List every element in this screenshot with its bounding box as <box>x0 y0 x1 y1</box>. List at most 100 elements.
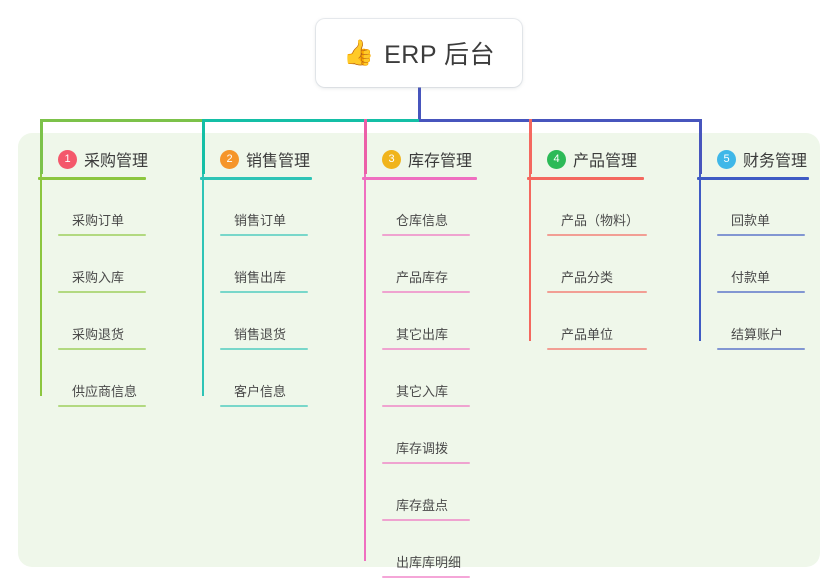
branch-item-label: 结算账户 <box>731 327 784 342</box>
branch-item[interactable]: 采购退货 <box>58 293 148 350</box>
branch-item-rule <box>382 234 470 236</box>
branch-item-label: 客户信息 <box>234 384 287 399</box>
branch-header-4[interactable]: 4 产品管理 <box>547 147 647 171</box>
branch-title: 销售管理 <box>246 153 311 170</box>
branch-item[interactable]: 采购订单 <box>58 180 148 236</box>
branch-item-label: 出库库明细 <box>396 555 462 570</box>
branch-item[interactable]: 出库库明细 <box>382 521 477 578</box>
root-node-content: 👍 ERP 后台 <box>343 35 495 71</box>
branch-item-label: 采购入库 <box>72 270 125 285</box>
branch-item-label: 销售退货 <box>234 327 287 342</box>
thumbs-up-icon: 👍 <box>342 38 375 67</box>
branch-item-rule <box>220 291 308 293</box>
branch-spine-3 <box>364 174 366 561</box>
branch-item[interactable]: 产品库存 <box>382 236 477 293</box>
branch-item[interactable]: 结算账户 <box>717 293 809 350</box>
branch-header-rule <box>362 177 477 180</box>
branch-item[interactable]: 采购入库 <box>58 236 148 293</box>
root-title: ERP 后台 <box>384 41 496 69</box>
branch-item[interactable]: 付款单 <box>717 236 809 293</box>
branch-item-rule <box>58 405 146 407</box>
drop-line-1 <box>40 119 43 174</box>
branch-item[interactable]: 销售订单 <box>220 180 312 236</box>
branch-item-label: 产品分类 <box>561 270 614 285</box>
branch-item-rule <box>58 291 146 293</box>
branch-items-3: 仓库信息产品库存其它出库其它入库库存调拨库存盘点出库库明细 <box>362 180 477 578</box>
branch-header-2[interactable]: 2 销售管理 <box>220 147 312 171</box>
branch-spine-4 <box>529 174 531 341</box>
branch-item-rule <box>220 405 308 407</box>
branch-items-4: 产品（物料） 产品分类产品单位 <box>527 180 647 350</box>
root-node[interactable]: 👍 ERP 后台 <box>316 19 522 87</box>
branch-item[interactable]: 销售出库 <box>220 236 312 293</box>
branch-item-rule <box>547 291 647 293</box>
branch-item[interactable]: 产品分类 <box>547 236 647 293</box>
branch-item[interactable]: 其它出库 <box>382 293 477 350</box>
branch-item[interactable]: 库存调拨 <box>382 407 477 464</box>
branch-item-label: 采购订单 <box>72 213 125 228</box>
branch-item-rule <box>547 348 647 350</box>
branch-item-label: 销售出库 <box>234 270 287 285</box>
branch-column-5: 5 财务管理回款单付款单结算账户 <box>697 147 809 350</box>
drop-line-5 <box>699 119 702 174</box>
branch-item-label: 库存调拨 <box>396 441 449 456</box>
branch-item-label: 回款单 <box>731 213 771 228</box>
branch-title: 库存管理 <box>408 153 473 170</box>
branch-item[interactable]: 产品单位 <box>547 293 647 350</box>
branch-item[interactable]: 库存盘点 <box>382 464 477 521</box>
branch-title: 产品管理 <box>573 153 638 170</box>
branch-item-label: 供应商信息 <box>72 384 138 399</box>
branch-item-rule <box>717 348 805 350</box>
branch-item-rule <box>58 234 146 236</box>
branch-item-rule <box>382 405 470 407</box>
branch-item[interactable]: 客户信息 <box>220 350 312 407</box>
branch-number-badge: 2 <box>220 149 239 169</box>
branch-header-rule <box>38 177 146 180</box>
branch-header-rule <box>200 177 312 180</box>
branch-number-badge: 5 <box>717 149 736 169</box>
branch-item[interactable]: 销售退货 <box>220 293 312 350</box>
branch-item-rule <box>382 348 470 350</box>
branch-column-1: 1 采购管理采购订单采购入库采购退货供应商信息 <box>38 147 148 407</box>
branch-header-5[interactable]: 5 财务管理 <box>717 147 809 171</box>
drop-line-2 <box>202 119 205 174</box>
branch-title: 采购管理 <box>84 153 149 170</box>
branch-header-1[interactable]: 1 采购管理 <box>58 147 148 171</box>
branch-item[interactable]: 供应商信息 <box>58 350 148 407</box>
drop-line-4 <box>529 119 532 174</box>
branch-item-rule <box>382 291 470 293</box>
branch-number-badge: 4 <box>547 149 566 169</box>
branch-number-badge: 3 <box>382 149 401 169</box>
branch-item[interactable]: 回款单 <box>717 180 809 236</box>
branch-number-badge: 1 <box>58 149 77 169</box>
branch-item-label: 其它入库 <box>396 384 449 399</box>
branch-spine-1 <box>40 174 42 396</box>
branch-item[interactable]: 仓库信息 <box>382 180 477 236</box>
branch-item[interactable]: 其它入库 <box>382 350 477 407</box>
branch-header-rule <box>697 177 809 180</box>
branch-item-rule <box>547 234 647 236</box>
branch-spine-2 <box>202 174 204 396</box>
drop-line-3 <box>364 119 367 174</box>
diagram-panel <box>18 133 820 567</box>
branch-header-rule <box>527 177 644 180</box>
bus-segment-right <box>419 119 702 122</box>
branch-item-rule <box>382 576 470 578</box>
branch-item-rule <box>220 234 308 236</box>
bus-segment-mid <box>202 119 419 122</box>
branch-header-3[interactable]: 3 库存管理 <box>382 147 477 171</box>
branch-item-label: 付款单 <box>731 270 771 285</box>
branch-item-rule <box>220 348 308 350</box>
branch-title: 财务管理 <box>743 153 808 170</box>
branch-item-label: 其它出库 <box>396 327 449 342</box>
branch-item-label: 仓库信息 <box>396 213 449 228</box>
branch-item-label: 采购退货 <box>72 327 125 342</box>
branch-item[interactable]: 产品（物料） <box>547 180 647 236</box>
branch-item-label: 产品（物料） <box>561 213 640 228</box>
branch-item-rule <box>717 291 805 293</box>
branch-column-3: 3 库存管理仓库信息产品库存其它出库其它入库库存调拨库存盘点出库库明细 <box>362 147 477 578</box>
bus-segment-left <box>40 119 202 122</box>
branch-spine-5 <box>699 174 701 341</box>
branch-item-rule <box>58 348 146 350</box>
